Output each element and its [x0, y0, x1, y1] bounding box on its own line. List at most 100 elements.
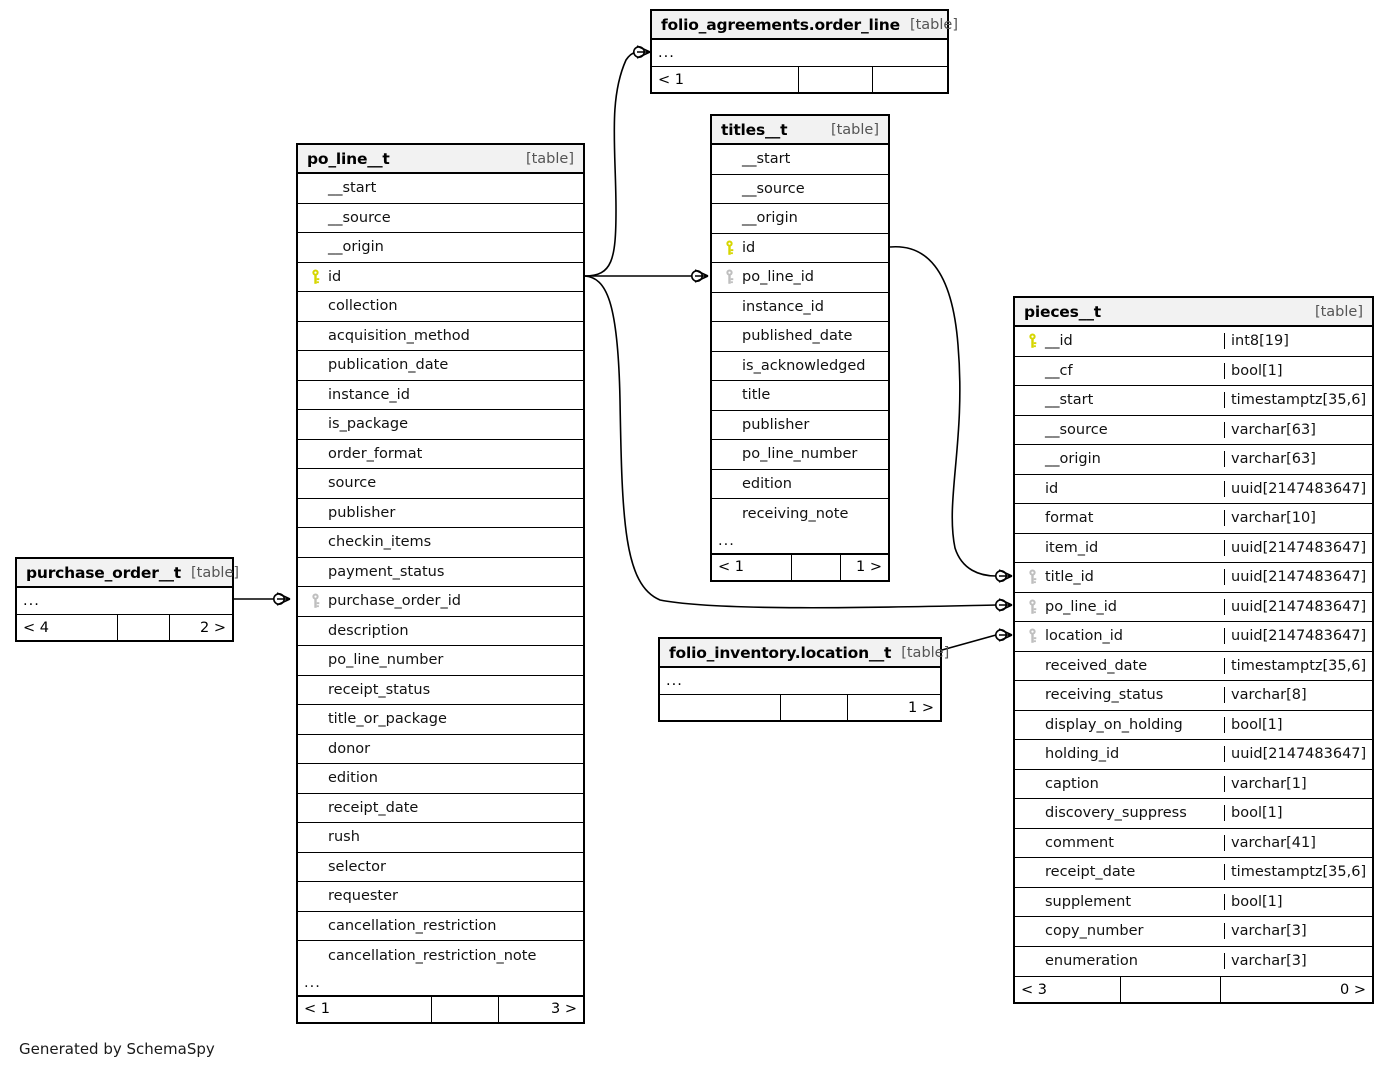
table-row[interactable]: receipt_date	[298, 794, 583, 823]
table-row[interactable]: rush	[298, 823, 583, 853]
column-name: published_date	[742, 328, 853, 345]
table-title: titles__t	[721, 120, 788, 139]
table-row[interactable]: edition	[298, 764, 583, 794]
table-row[interactable]: description	[298, 617, 583, 646]
table-header: pieces__t [table]	[1015, 298, 1372, 327]
column-name-cell: po_line_number	[298, 652, 583, 668]
table-titles-t[interactable]: titles__t [table] __start__source__origi…	[710, 114, 890, 582]
table-row[interactable]: cancellation_restriction_note	[298, 941, 583, 971]
column-type: timestamptz[35,6]	[1224, 392, 1372, 409]
table-footer: < 1 3 >	[298, 995, 583, 1022]
table-ellipsis-row: ...	[23, 593, 40, 609]
table-row[interactable]: published_date	[712, 322, 888, 352]
column-name-cell: selector	[298, 859, 583, 875]
table-row[interactable]: __origin	[298, 233, 583, 263]
column-name-cell: receiving_note	[712, 506, 888, 522]
table-row[interactable]: __start	[712, 145, 888, 175]
table-row[interactable]: is_acknowledged	[712, 352, 888, 381]
column-name: __origin	[1045, 451, 1101, 468]
table-row[interactable]: __origin	[712, 204, 888, 234]
column-name: id	[1045, 480, 1059, 497]
column-name: item_id	[1045, 539, 1099, 556]
table-row[interactable]: order_format	[298, 440, 583, 469]
table-ellipsis-row: ...	[658, 45, 675, 61]
table-row[interactable]: title_or_package	[298, 705, 583, 735]
table-row[interactable]: po_line_number	[712, 440, 888, 470]
table-row[interactable]: publisher	[298, 499, 583, 528]
table-row[interactable]: receiving_note	[712, 499, 888, 529]
table-row[interactable]: edition	[712, 470, 888, 499]
table-row[interactable]: donor	[298, 735, 583, 764]
table-row[interactable]: requester	[298, 882, 583, 912]
primary-key-icon	[1022, 333, 1042, 349]
table-row[interactable]: publisher	[712, 411, 888, 440]
table-row[interactable]: payment_status	[298, 558, 583, 587]
column-name: location_id	[1045, 628, 1124, 645]
table-row[interactable]: id	[712, 234, 888, 263]
footer-children-count	[872, 67, 947, 92]
column-name: __source	[742, 180, 805, 197]
table-row[interactable]: collection	[298, 292, 583, 322]
table-row[interactable]: title	[712, 381, 888, 411]
table-row[interactable]: source	[298, 469, 583, 499]
column-type: int8[19]	[1224, 333, 1372, 350]
column-name: collection	[328, 298, 398, 315]
table-row[interactable]: __start	[298, 174, 583, 204]
table-row[interactable]: purchase_order_id	[298, 587, 583, 617]
column-type: uuid[2147483647]	[1224, 539, 1372, 556]
table-row[interactable]: item_id uuid[2147483647]	[1015, 534, 1372, 563]
column-name: instance_id	[742, 298, 824, 315]
column-name: acquisition_method	[328, 327, 470, 344]
table-row[interactable]: id	[298, 263, 583, 292]
table-purchase-order-t[interactable]: purchase_order__t [table] ... < 4 2 >	[15, 557, 239, 642]
footer-children-count: 0 >	[1220, 977, 1372, 1002]
table-row[interactable]: publication_date	[298, 351, 583, 381]
table-row[interactable]: po_line_id	[712, 263, 888, 293]
table-row[interactable]: acquisition_method	[298, 322, 583, 351]
column-type: uuid[2147483647]	[1224, 569, 1372, 586]
table-folio-agreements-order-line[interactable]: folio_agreements.order_line [table] ... …	[650, 9, 958, 94]
table-row[interactable]: po_line_number	[298, 646, 583, 676]
table-row[interactable]: is_package	[298, 410, 583, 440]
table-row[interactable]: instance_id	[712, 293, 888, 322]
edge-purchase-order-to-poline	[234, 592, 291, 606]
table-row[interactable]: checkin_items	[298, 528, 583, 558]
table-po-line-t[interactable]: po_line__t [table] __start__source__orig…	[296, 143, 585, 1024]
column-type: timestamptz[35,6]	[1224, 657, 1372, 674]
foreign-key-icon	[719, 269, 739, 285]
table-row[interactable]: cancellation_restriction	[298, 912, 583, 941]
table-row[interactable]: selector	[298, 853, 583, 882]
table-folio-inventory-location-t[interactable]: folio_inventory.location__t [table] ... …	[658, 637, 949, 722]
table-row[interactable]: __source	[298, 204, 583, 233]
table-row[interactable]: instance_id	[298, 381, 583, 410]
column-name-cell: __start	[1015, 392, 1224, 408]
column-name-cell: receipt_date	[298, 800, 583, 816]
table-row[interactable]: receipt_status	[298, 676, 583, 705]
column-name-cell: collection	[298, 298, 583, 314]
footer-middle	[798, 67, 872, 92]
column-name: receipt_date	[328, 799, 419, 816]
table-row[interactable]: __source	[712, 175, 888, 204]
